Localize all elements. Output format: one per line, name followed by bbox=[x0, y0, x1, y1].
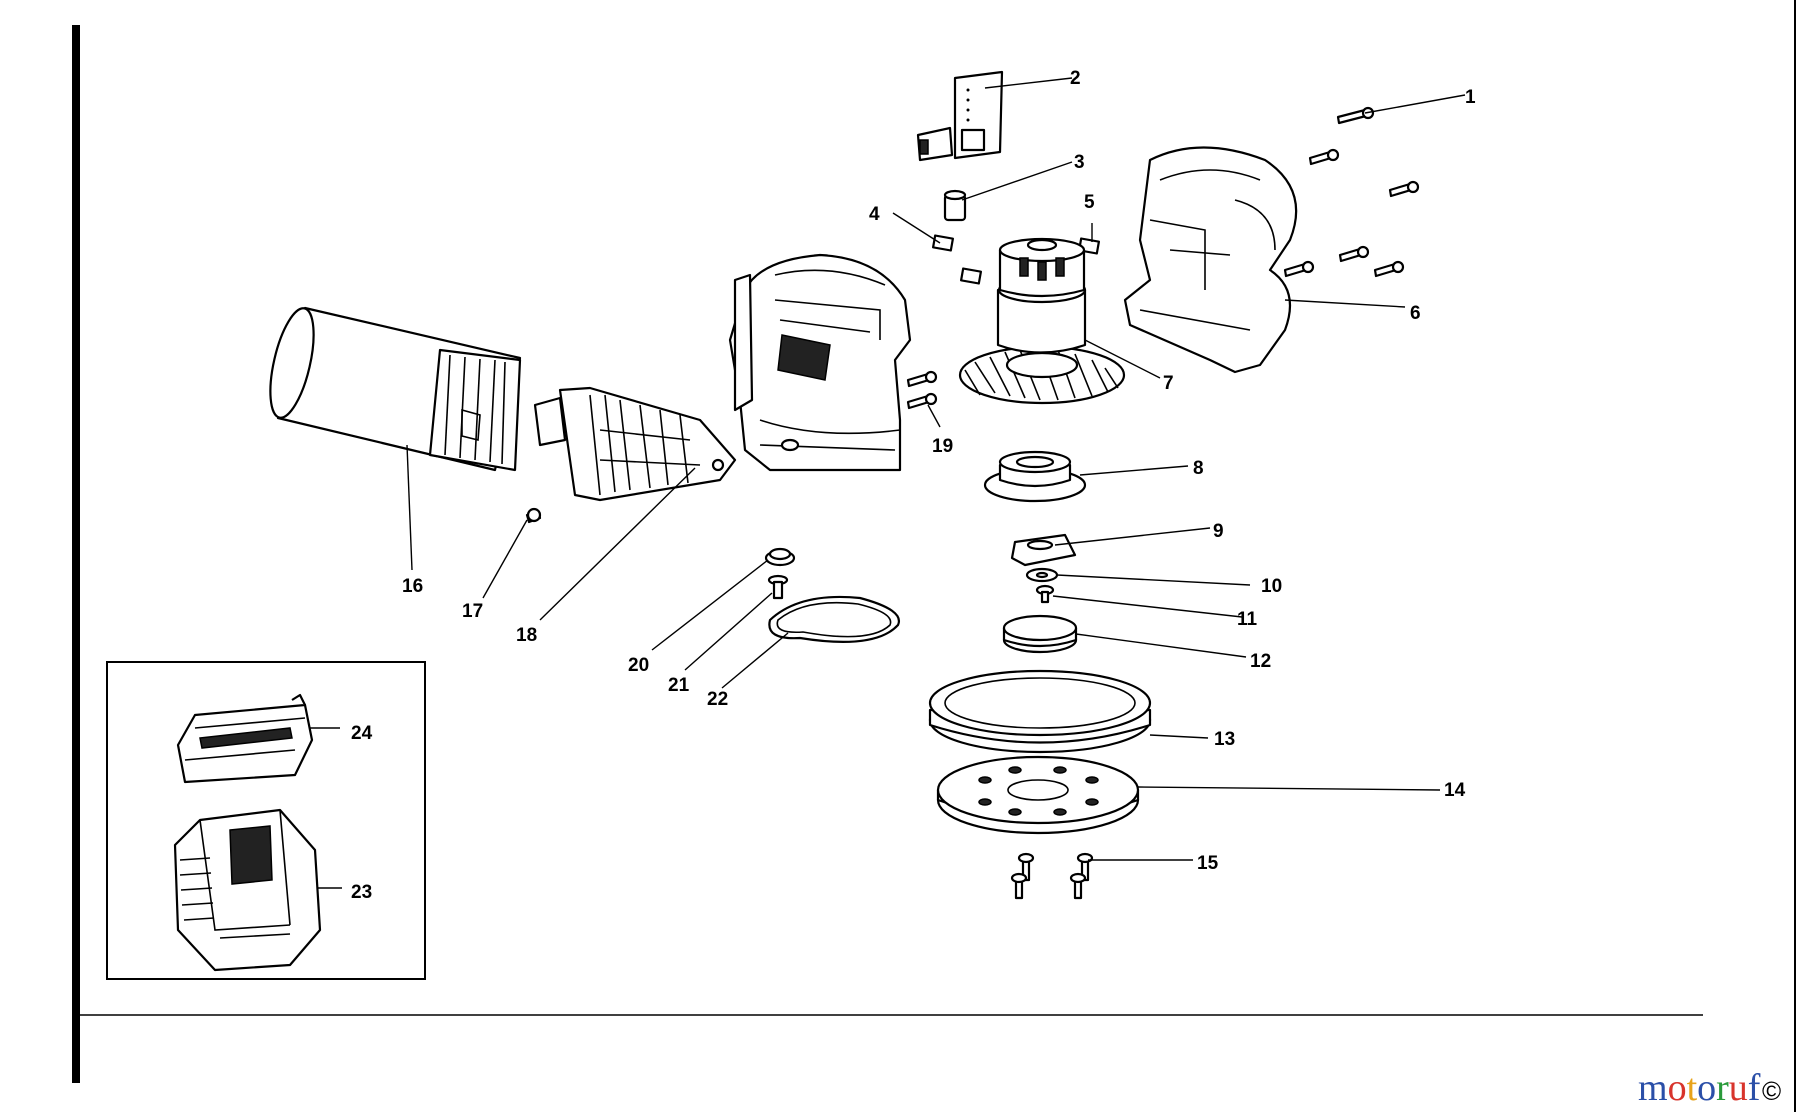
housing-half-part bbox=[1123, 146, 1298, 374]
belt-inner bbox=[776, 601, 892, 638]
small-screw-part bbox=[525, 507, 542, 524]
callout-20: 20 bbox=[628, 655, 649, 676]
eccentric-part bbox=[1010, 533, 1077, 567]
callout-5: 5 bbox=[1084, 192, 1095, 213]
wm-letter: m bbox=[1638, 1067, 1668, 1109]
circuit-board-part bbox=[916, 70, 1004, 162]
dust-canister-part bbox=[269, 306, 522, 472]
sander-body-part bbox=[728, 253, 912, 472]
pin-part bbox=[767, 574, 789, 600]
belt-part bbox=[768, 595, 901, 643]
screw-part bbox=[906, 106, 1420, 410]
callout-24: 24 bbox=[351, 723, 373, 744]
callout-14: 14 bbox=[1444, 780, 1466, 801]
callout-6: 6 bbox=[1410, 303, 1421, 324]
callout-15: 15 bbox=[1197, 853, 1219, 874]
callout-9: 9 bbox=[1213, 521, 1224, 542]
callout-7: 7 bbox=[1163, 373, 1174, 394]
nozzle-adapter-part bbox=[533, 386, 737, 502]
callout-19: 19 bbox=[932, 436, 953, 457]
callout-13: 13 bbox=[1214, 729, 1235, 750]
left-border-bar bbox=[72, 25, 80, 1083]
wm-letter: t bbox=[1687, 1067, 1698, 1109]
pad-screw-part bbox=[1035, 584, 1055, 604]
callout-4: 4 bbox=[869, 204, 880, 225]
callout-23: 23 bbox=[351, 882, 372, 903]
callout-11: 11 bbox=[1237, 609, 1258, 630]
callout-3: 3 bbox=[1074, 152, 1085, 173]
leader-lines bbox=[310, 77, 1466, 889]
callout-labels: 1 2 3 4 5 6 7 8 9 10 11 12 13 14 15 16 1… bbox=[351, 68, 1476, 903]
svg-text:motoruf: motoruf bbox=[1638, 1067, 1761, 1109]
retaining-ring-part bbox=[1002, 614, 1078, 654]
sanding-pad-part bbox=[936, 755, 1140, 835]
wm-letter: o bbox=[1668, 1067, 1687, 1109]
wm-letter: r bbox=[1716, 1067, 1729, 1109]
battery-part bbox=[176, 693, 314, 784]
pad-seal-part bbox=[928, 669, 1152, 754]
pad-screws-part bbox=[1010, 852, 1094, 900]
washer-hole bbox=[1035, 571, 1049, 579]
grommet-part bbox=[764, 547, 796, 567]
accessory-box bbox=[106, 661, 426, 980]
callout-12: 12 bbox=[1250, 651, 1271, 672]
charger-part bbox=[173, 808, 322, 972]
callout-21: 21 bbox=[668, 675, 690, 696]
motor-part bbox=[958, 237, 1126, 405]
callout-18: 18 bbox=[516, 625, 537, 646]
callout-10: 10 bbox=[1261, 576, 1282, 597]
callout-8: 8 bbox=[1193, 458, 1204, 479]
wm-letter: f bbox=[1748, 1067, 1761, 1109]
callout-22: 22 bbox=[707, 689, 728, 710]
callout-17: 17 bbox=[462, 601, 483, 622]
cylinder-part bbox=[943, 189, 967, 222]
callout-1: 1 bbox=[1465, 87, 1476, 108]
watermark-logo: motoruf © bbox=[1638, 1067, 1781, 1109]
copyright-symbol: © bbox=[1762, 1076, 1781, 1106]
bearing-housing-part bbox=[983, 450, 1087, 503]
callout-2: 2 bbox=[1070, 68, 1081, 89]
wm-letter: o bbox=[1697, 1067, 1716, 1109]
callout-16: 16 bbox=[402, 576, 423, 597]
wm-letter: u bbox=[1729, 1067, 1748, 1109]
